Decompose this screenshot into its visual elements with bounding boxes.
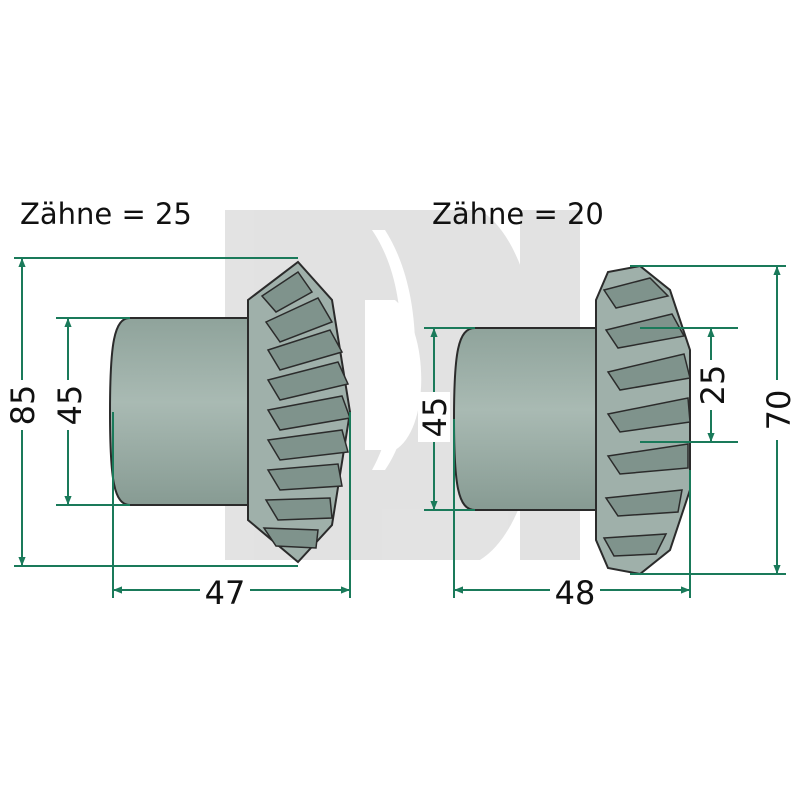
dim-shaft-diameter-2-label: 45 [416,397,454,438]
dim-outer-diameter-1-label: 85 [4,385,42,426]
dim-label-bg [52,380,84,430]
dim-label-bg [550,574,600,608]
gear-2-label: Zähne = 20 [432,197,604,231]
dim-length-2-label: 48 [555,574,596,612]
dim-label-bg [696,360,728,410]
gear-2-tooth-set [602,277,691,557]
gear-1-hub [108,317,249,506]
dim-label-bg [6,380,38,430]
gear-25-teeth: Zähne = 25 85 [4,197,352,612]
dim-outer-diameter-2-label: 70 [760,390,798,431]
dim-label-bg [760,380,794,440]
dim-shaft-diameter-1-label: 45 [51,385,89,426]
gear-1-tooth-set [260,270,352,549]
gear-1-label: Zähne = 25 [20,197,192,231]
dim-label-bg [418,392,450,442]
dim-bore-diameter-2-label: 25 [694,365,732,406]
dim-label-bg [200,574,250,608]
gear-20-teeth: Zähne = 20 70 25 [416,197,798,612]
dim-length-1-label: 47 [205,574,246,612]
gear-2-hub [452,327,597,511]
